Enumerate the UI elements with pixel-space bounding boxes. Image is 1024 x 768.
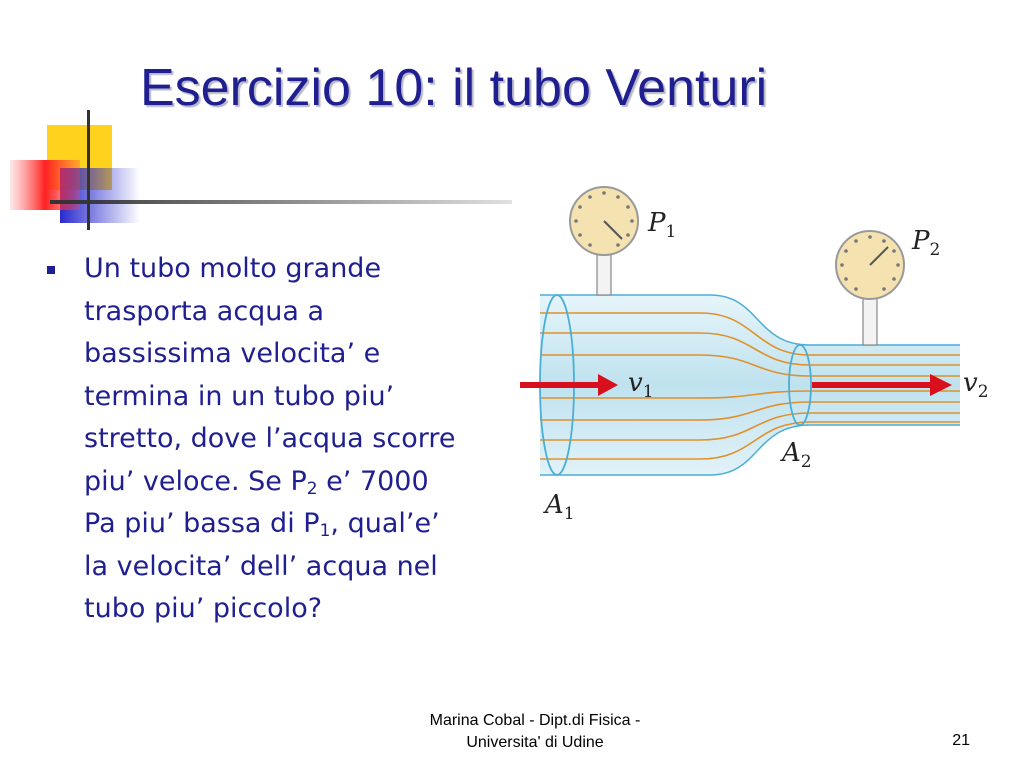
footer-line-1: Marina Cobal - Dipt.di Fisica -	[429, 712, 641, 729]
gauge1-stem	[596, 254, 612, 296]
pressure-gauge-2-icon	[835, 230, 905, 300]
bullet-text-part: Un tubo molto grande trasporta acqua a b…	[84, 253, 456, 497]
subscript: 1	[319, 521, 331, 541]
footer-line-2: Universita' di Udine	[466, 734, 604, 751]
bullet-text-part: , qual’e’ la velocita’ dell’ acqua nel t…	[84, 508, 440, 624]
gauge2-label: P2	[911, 226, 940, 260]
streamlines	[540, 312, 960, 460]
velocity1-label: v1	[628, 368, 654, 402]
bullet-text-part: e’ 7000 Pa piu’ bassa di P	[84, 465, 429, 540]
bullet-square-icon	[47, 266, 55, 274]
area2-label: A2	[780, 438, 812, 472]
slide-logo-decoration	[10, 110, 512, 230]
velocity2-label: v2	[963, 368, 989, 402]
venturi-diagram: P1 P2 v1 v2 A2 A1	[520, 186, 989, 524]
velocity-arrow-1	[520, 374, 618, 396]
slide-title: Esercizio 10: il tubo Venturi	[140, 59, 768, 117]
area1-label: A1	[543, 490, 575, 524]
page-number: 21	[952, 732, 970, 749]
slide-footer: Marina Cobal - Dipt.di Fisica - Universi…	[395, 710, 675, 754]
velocity-arrow-2	[812, 374, 952, 396]
subscript: 2	[306, 478, 318, 499]
area2-cross-section	[788, 344, 812, 426]
bullet-text: Un tubo molto grande trasporta acqua a b…	[84, 248, 464, 631]
pipe-body	[540, 295, 960, 475]
pressure-gauge-1-icon	[569, 186, 639, 256]
gauge1-label: P1	[647, 208, 676, 242]
